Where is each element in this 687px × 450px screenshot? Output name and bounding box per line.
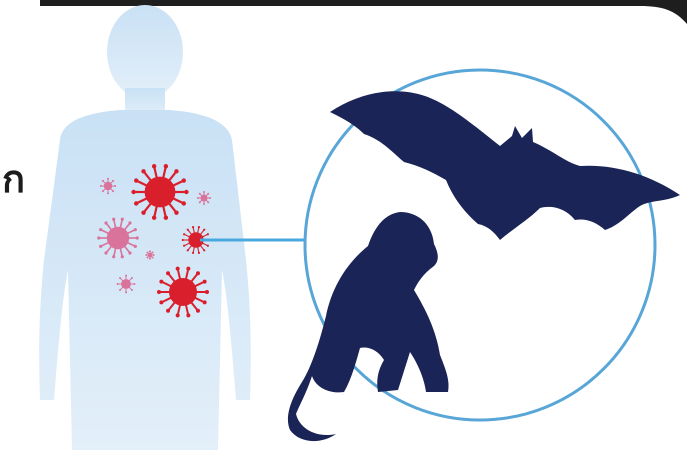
virus-icon (197, 191, 211, 205)
side-text: ก (2, 160, 25, 198)
virus-icon (145, 250, 154, 259)
virus-icon (117, 275, 136, 294)
virus-icon (100, 178, 116, 194)
human-body-icon (39, 5, 251, 450)
